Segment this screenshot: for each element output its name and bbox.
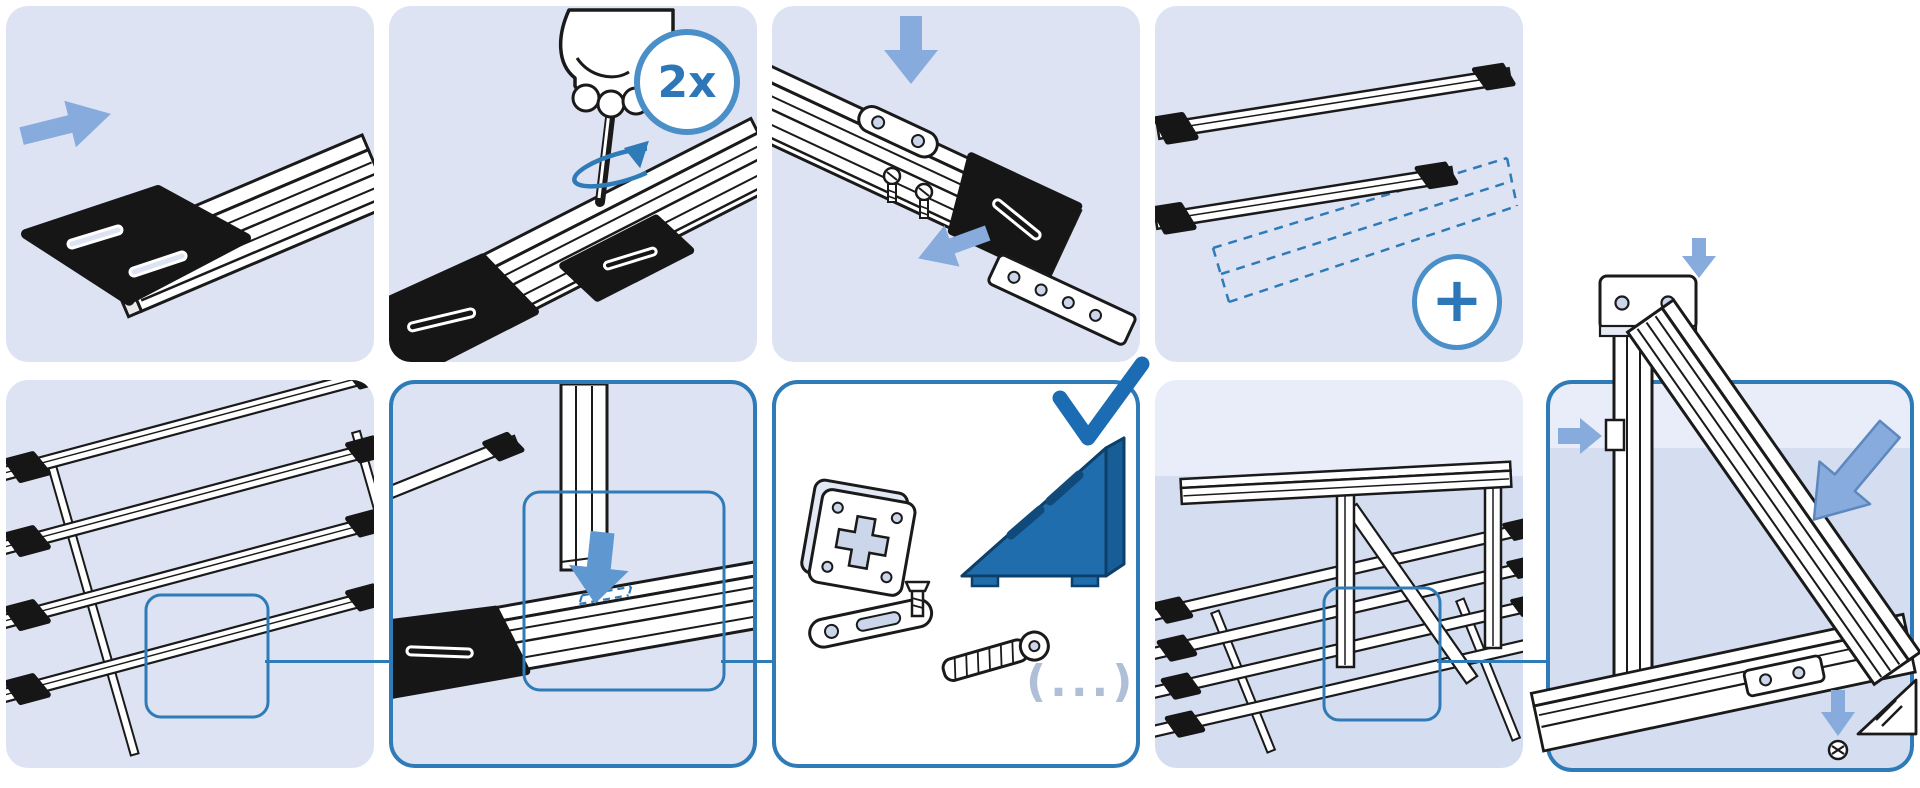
base-rail-graphic [1155,517,1523,629]
rail-graphic [6,434,374,564]
insert-down-arrow-icon [568,530,629,604]
panel-base-frame [6,380,374,768]
bracket-arrow-icon [1682,238,1716,278]
more-parts-label: (...) [1026,656,1137,707]
rail-graphic [6,508,374,638]
cross-strip-graphic [350,429,374,723]
post-graphic [1612,316,1654,720]
repeat-count-badge: 2x [634,29,740,135]
diagonal-brace-graphic [1625,297,1920,687]
side-plate-graphic [1604,418,1626,452]
add-more-badge: + [1412,254,1502,350]
panel-insert-post-detail [389,380,757,768]
panel-repeat-layout: + [1155,6,1523,362]
threaded-bolt-graphic [941,630,1050,682]
post-graphic [1483,481,1503,650]
rail-plate-graphic [1742,654,1826,698]
panel-connector-plate [772,6,1140,362]
flat-plate-graphic [987,253,1137,346]
cross-strip-graphic [1209,609,1277,754]
screw-icon [882,166,902,203]
zoom-link-line-1 [265,660,392,663]
diagonal-brace-graphic [1344,502,1479,685]
rotation-arrow-icon [572,140,649,189]
layout-dashed-lines [1211,156,1519,304]
zoom-box [1322,586,1442,722]
rail-graphic [389,116,757,362]
side-arrow-icon [1558,418,1602,454]
post-graphic [1335,490,1356,669]
rail-graphic [1155,62,1516,145]
base-frame-illustration [6,380,374,757]
panel-assembled-stand [1155,380,1523,768]
panel-required-parts: (...) [772,356,1150,768]
zoom-link-line-2 [721,660,775,663]
base-foot-graphic [21,185,251,305]
rail-graphic [6,582,374,712]
press-down-arrow-icon [884,16,938,84]
brace-foot-graphic [1856,678,1918,736]
slide-in-arrow-icon [918,225,991,267]
rail-graphic [1155,161,1459,235]
rail-graphic [772,56,1083,280]
attach-brace-illustration [1529,238,1920,761]
attach-arrow-icon [19,100,111,148]
rail-graphic [393,557,753,701]
wedge-support-graphic [960,436,1126,588]
screw-icon [1827,739,1849,761]
attach-foot-illustration [19,100,374,319]
panel-attach-foot [6,6,374,362]
top-beam-graphic [1179,460,1513,506]
strap-graphic [808,597,934,649]
cross-strip-graphic [1454,597,1522,742]
tighten-screws-illustration [389,8,757,362]
connector-link-graphic [857,104,939,159]
zoom-link-line-3 [1437,660,1549,663]
connector-plate-illustration [772,16,1137,346]
screw-icon [914,182,934,219]
stud-screw-graphic [904,580,931,618]
check-icon [1052,356,1150,446]
nut-plate-graphic [800,478,917,597]
rail-graphic [6,380,374,490]
panel-tighten-screws: 2x [389,6,757,362]
assembled-stand-illustration [1155,460,1523,754]
required-parts-illustration [800,356,1150,682]
panel-attach-brace-detail [1529,238,1920,772]
repeat-layout-illustration [1155,62,1519,304]
background-rail-graphic [393,431,525,505]
big-arrow-icon [1812,419,1901,521]
zoom-box [522,490,726,692]
screw-down-arrow-icon [1821,690,1855,736]
insert-post-illustration [393,384,753,701]
zoom-box [144,593,270,719]
